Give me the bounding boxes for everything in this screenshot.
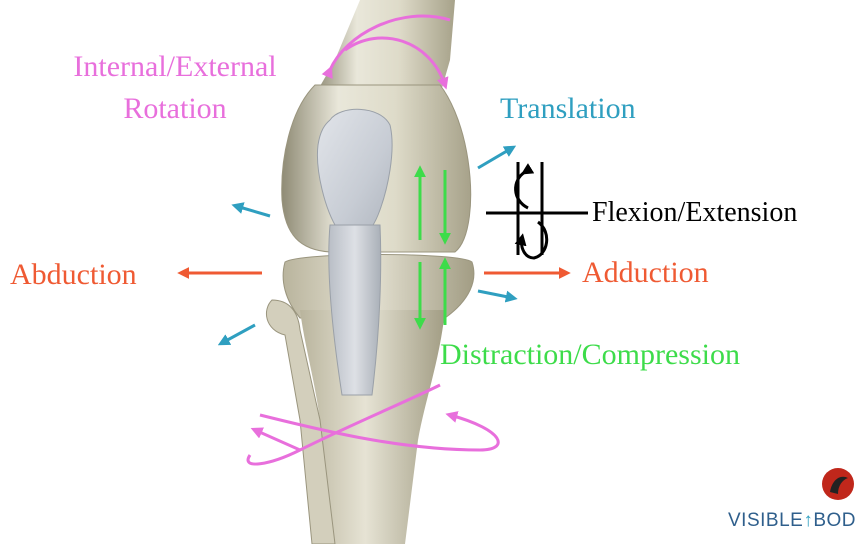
translation-arrow-lower-left: [222, 325, 255, 343]
logo-mark-icon: [820, 466, 856, 502]
abduction-label: Abduction: [10, 260, 137, 290]
visible-body-logo: Visible↑Bod: [728, 466, 856, 544]
rotation-label: Internal/External Rotation: [50, 46, 300, 130]
adduction-label: Adduction: [582, 258, 709, 288]
logo-text-part1: Visible: [728, 510, 803, 531]
logo-text-part2: Bod: [813, 510, 856, 531]
rotation-arrow-bottom-left-head: [255, 430, 300, 450]
femur-shaft: [315, 0, 455, 95]
rotation-label-line1: Internal/External: [50, 46, 300, 88]
translation-arrow-lower-right: [478, 291, 513, 298]
rotation-label-line2: Rotation: [50, 88, 300, 130]
translation-arrow-upper-right: [478, 148, 512, 168]
distraction-compression-label: Distraction/Compression: [440, 340, 740, 370]
logo-figure-icon: ↑: [803, 510, 813, 531]
logo-text: Visible↑Bod: [728, 510, 856, 532]
flexion-extension-label: Flexion/Extension: [592, 199, 797, 227]
translation-arrow-upper-left: [236, 206, 270, 216]
translation-label: Translation: [500, 94, 636, 124]
